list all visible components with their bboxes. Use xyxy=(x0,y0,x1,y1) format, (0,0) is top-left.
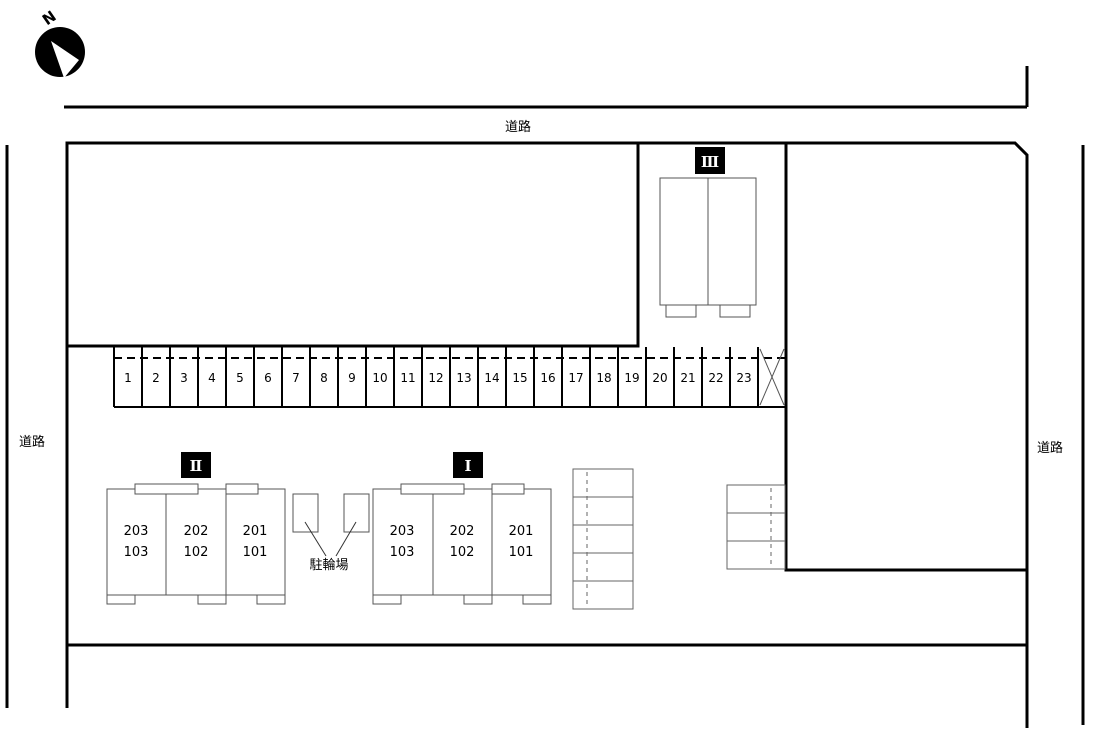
parking-slot-label: 21 xyxy=(680,371,695,385)
parking-slot-label: 19 xyxy=(624,371,639,385)
unnumbered-parking-right xyxy=(726,484,786,570)
unit-label: 203 xyxy=(390,524,415,539)
parking-slot-label: 9 xyxy=(348,371,356,385)
parking-slot-label: 13 xyxy=(456,371,471,385)
building-III-label: Ⅲ xyxy=(701,153,719,171)
parking-slot-label: 16 xyxy=(540,371,555,385)
road-left-label: 道路 xyxy=(19,434,45,450)
building-I-steps xyxy=(372,594,552,605)
parking-slot-label: 14 xyxy=(484,371,499,385)
parking-slot-label: 4 xyxy=(208,371,216,385)
unit-label: 101 xyxy=(243,545,268,560)
unit-label: 202 xyxy=(450,524,475,539)
road-top xyxy=(64,66,1029,109)
parking-slot-label: 11 xyxy=(400,371,415,385)
building-II-label: Ⅱ xyxy=(190,457,203,475)
unit-label: 103 xyxy=(390,545,415,560)
parking-slot-label: 15 xyxy=(512,371,527,385)
unit-label: 203 xyxy=(124,524,149,539)
parking-slot-blocked xyxy=(757,347,785,407)
building-III: Ⅲ xyxy=(659,147,757,318)
unit-label: 102 xyxy=(450,545,475,560)
building-I-label: Ⅰ xyxy=(464,457,471,475)
unit-label: 103 xyxy=(124,545,149,560)
parking-slot-label: 2 xyxy=(152,371,160,385)
parking-slot-label: 20 xyxy=(652,371,667,385)
balcony-railing xyxy=(134,483,259,495)
unit-label: 201 xyxy=(243,524,268,539)
building-II: Ⅱ 203 103 202 102 201 101 xyxy=(106,452,286,605)
north-arrow-icon: N xyxy=(35,7,85,78)
balcony-railing xyxy=(400,483,525,495)
unit-label: 202 xyxy=(184,524,209,539)
parking-slot-label: 8 xyxy=(320,371,328,385)
site-boundary xyxy=(65,141,1029,728)
building-II-steps xyxy=(106,594,286,605)
road-right-label: 道路 xyxy=(1037,440,1063,456)
parking-slot-label: 17 xyxy=(568,371,583,385)
parking-slot-label: 10 xyxy=(372,371,387,385)
unit-label: 102 xyxy=(184,545,209,560)
parking-slot-label: 22 xyxy=(708,371,723,385)
parking-slot-label: 7 xyxy=(292,371,300,385)
unit-label: 101 xyxy=(509,545,534,560)
building-I: Ⅰ 203 103 202 102 201 101 xyxy=(372,452,552,605)
bike-parking: 駐輪場 xyxy=(292,493,370,573)
unit-label: 201 xyxy=(509,524,534,539)
parking-slot-label: 23 xyxy=(736,371,751,385)
parking-slot-label: 6 xyxy=(264,371,272,385)
unnumbered-parking-center xyxy=(572,468,634,610)
parking-slot-label: 12 xyxy=(428,371,443,385)
parking-slot-label: 5 xyxy=(236,371,244,385)
compass-letter: N xyxy=(39,7,60,29)
bike-parking-label: 駐輪場 xyxy=(309,557,348,573)
parking-slot-label: 1 xyxy=(124,371,132,385)
road-top-label: 道路 xyxy=(505,119,531,135)
parking-slot-label: 18 xyxy=(596,371,611,385)
parking-slot-label: 3 xyxy=(180,371,188,385)
